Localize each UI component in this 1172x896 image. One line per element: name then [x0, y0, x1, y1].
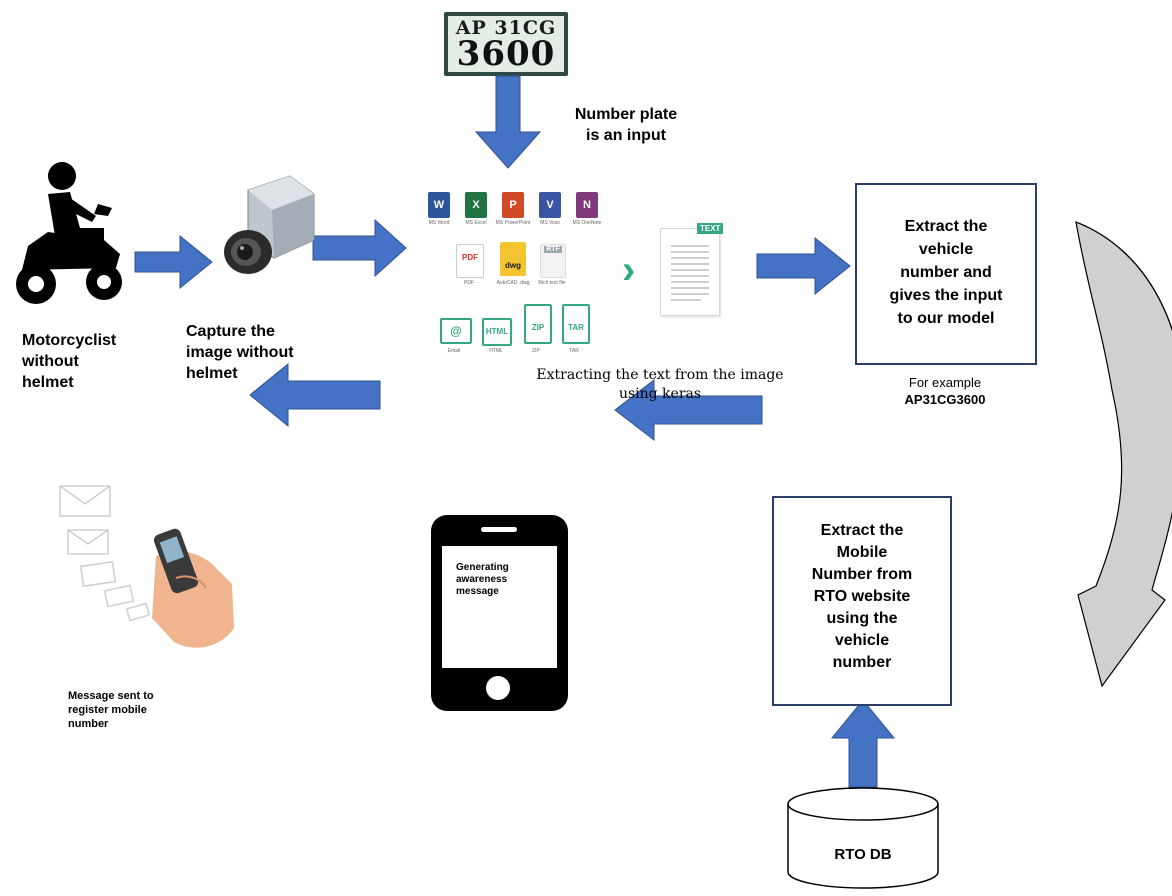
phone-screen: Generating awareness message [442, 546, 557, 668]
example-prefix: For example [908, 375, 982, 390]
extract-mobile-text: Extract the Mobile Number from RTO websi… [811, 522, 913, 671]
plate-line-1: AP 31CG [455, 17, 557, 39]
arrow-left-1 [614, 378, 763, 442]
database-icon [787, 787, 939, 889]
input-caption: Number plate is an input [574, 106, 678, 144]
motorcyclist-icon [16, 162, 122, 304]
plate-line-2: 3600 [456, 34, 556, 74]
extract-vehicle-box: Extract the vehicle number and gives the… [855, 183, 1037, 365]
arrow-up-db [830, 699, 896, 788]
curved-arrow-right [1075, 221, 1172, 688]
text-document-icon: TEXT [660, 223, 724, 316]
message-sent-caption: Message sent to register mobile number [68, 690, 154, 730]
phone-speaker [481, 527, 517, 532]
smartphone-icon: Generating awareness message [431, 515, 568, 711]
extract-mobile-box: Extract the Mobile Number from RTO websi… [772, 496, 952, 706]
text-badge: TEXT [697, 223, 724, 234]
rtf-icon: RTF [540, 244, 566, 278]
database-label: RTO DB [834, 846, 892, 863]
example-value: AP31CG3600 [904, 392, 986, 407]
extract-vehicle-text: Extract the vehicle number and gives the… [889, 218, 1003, 327]
arrow-right-2 [312, 218, 407, 278]
onenote-icon: N [576, 192, 598, 218]
arrow-down-plate [474, 75, 542, 169]
autocad-icon: dwg [500, 242, 526, 276]
excel-icon: X [465, 192, 487, 218]
pdf-icon: PDF [456, 244, 484, 278]
example-caption: For example AP31CG3600 [856, 374, 1034, 408]
number-plate-image: AP 31CG 3600 [444, 12, 568, 76]
extract-text-caption: Extracting the text from the image using… [536, 367, 784, 402]
html-icon: HTML [482, 318, 512, 346]
arrow-right-1 [134, 234, 213, 290]
file-icons-group: W MS Word X MS Excel P MS PowerPoint V M… [420, 188, 610, 358]
message-receiver-icon [59, 485, 234, 648]
zip-icon: ZIP [524, 304, 552, 344]
powerpoint-icon: P [502, 192, 524, 218]
word-icon: W [428, 192, 450, 218]
motorcyclist-label: Motorcyclist without helmet [22, 332, 117, 391]
chevron-right-icon: › [622, 248, 636, 292]
camera-icon [224, 175, 315, 274]
visio-icon: V [539, 192, 561, 218]
tar-icon: TAR [562, 304, 590, 344]
email-icon: @ [440, 318, 472, 344]
phone-home-button [486, 676, 510, 700]
capture-label: Capture the image without helmet [186, 323, 294, 382]
arrow-right-3 [756, 236, 851, 296]
phone-screen-text: Generating awareness message [456, 562, 509, 597]
arrow-left-2 [249, 362, 381, 428]
